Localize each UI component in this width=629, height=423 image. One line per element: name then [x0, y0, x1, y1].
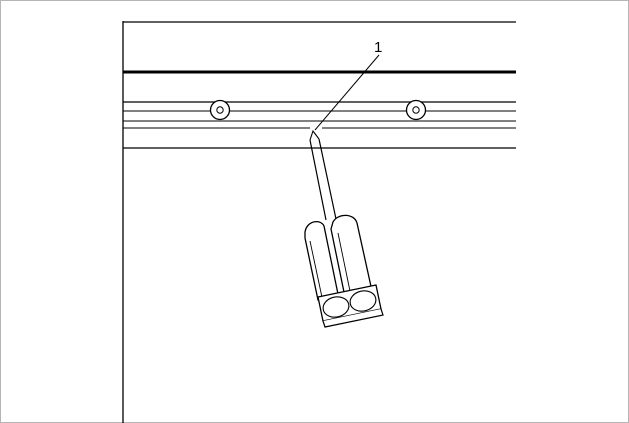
screw-right [405, 99, 427, 121]
callout-leader-line [314, 54, 380, 131]
callout-label-1: 1 [374, 39, 382, 56]
guide-rail [123, 101, 516, 149]
screw-left [209, 99, 231, 121]
screwdriver-handle-cap [317, 284, 384, 328]
screwdriver-shaft [309, 129, 337, 221]
